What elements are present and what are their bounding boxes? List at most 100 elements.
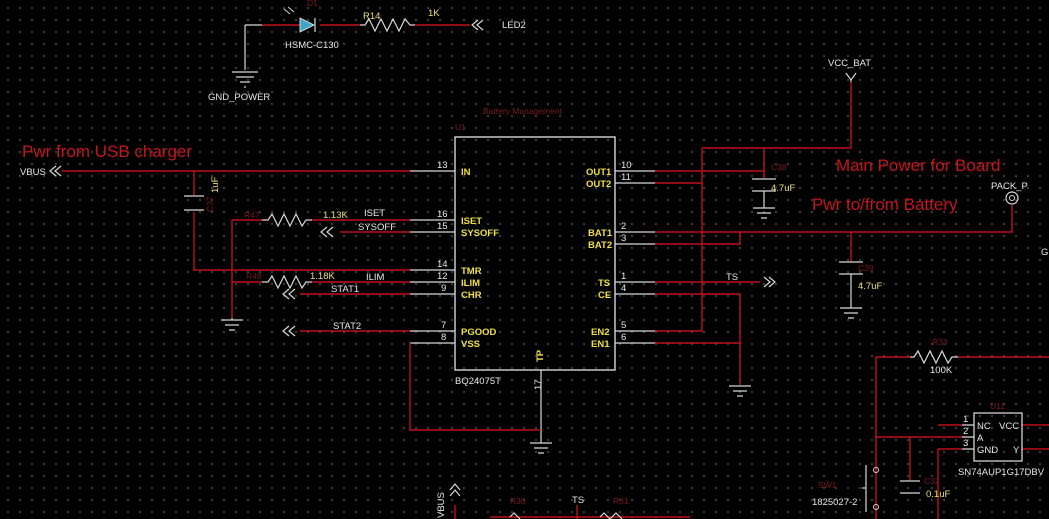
annotation-pwr-battery: Pwr to/from Battery (812, 195, 958, 214)
svg-text:GND: GND (977, 445, 998, 456)
led-part-label: HSMC-C130 (285, 40, 339, 51)
svg-text:13: 13 (437, 160, 448, 171)
svg-text:C38: C38 (771, 162, 787, 172)
svg-text:10: 10 (621, 160, 632, 171)
svg-text:3: 3 (963, 438, 968, 449)
svg-text:CE: CE (598, 290, 611, 301)
vbus-net-label: VBUS (20, 167, 46, 178)
svg-text:1uF: 1uF (210, 176, 221, 193)
resistor-r48: R48 1.18K ILIM (246, 271, 385, 290)
resistor-r47: R47 1.13K ISET (244, 208, 385, 228)
ts-net-label: TS (726, 272, 738, 283)
svg-text:100K: 100K (930, 365, 953, 376)
svg-text:ISET: ISET (461, 216, 482, 227)
annotation-battery-mgmt: Battery Management (483, 106, 563, 116)
capacitor-c37: C37 1uF (184, 176, 221, 212)
svg-text:1825027-2: 1825027-2 (812, 497, 857, 508)
svg-text:8: 8 (441, 332, 446, 343)
resistor-r14 (360, 17, 415, 33)
svg-text:5: 5 (621, 320, 626, 331)
svg-text:TMR: TMR (461, 266, 482, 277)
ic-u1: U1 BQ24075T TP 17 (454, 122, 616, 436)
vbus-bottom-label: VBUS (436, 492, 447, 518)
svg-text:15: 15 (437, 221, 448, 232)
bottom-nets: VBUS TS R30 R31 (436, 483, 629, 519)
capacitor-c39: C39 4.7uF (839, 261, 882, 319)
annotation-pwr-usb: Pwr from USB charger (22, 142, 192, 161)
vbus-bottom-port-icon (449, 483, 461, 497)
capacitor-c32: C32 0.1uF (900, 476, 950, 500)
svg-text:VSS: VSS (461, 339, 480, 350)
capacitor-c38: C38 4.7uF (752, 162, 795, 219)
svg-text:3: 3 (621, 233, 626, 244)
led-circuit: D1 HSMC-C130 R14 1K LED2 GND_POWER (208, 0, 526, 103)
led2-net-label: LED2 (502, 20, 526, 31)
ground-icon-en (729, 385, 751, 397)
svg-text:R48: R48 (246, 271, 262, 281)
svg-text:R33: R33 (932, 337, 948, 347)
svg-text:R30: R30 (510, 496, 526, 506)
iset-net-label: ISET (364, 208, 385, 219)
svg-text:EN2: EN2 (591, 327, 609, 338)
svg-text:2: 2 (621, 221, 626, 232)
svg-text:9: 9 (441, 283, 446, 294)
svg-text:C39: C39 (858, 263, 874, 273)
svg-text:Y: Y (1013, 445, 1020, 456)
svg-text:1.13K: 1.13K (323, 210, 348, 221)
svg-text:R31: R31 (613, 496, 629, 506)
annotation-main-power: Main Power for Board (836, 156, 1000, 175)
svg-text:12: 12 (437, 271, 448, 282)
svg-text:ILIM: ILIM (461, 278, 480, 289)
ic-ref-label: U1 (455, 122, 466, 132)
svg-text:R47: R47 (244, 210, 260, 220)
ground-icon-left (221, 318, 243, 331)
svg-text:7: 7 (441, 320, 446, 331)
svg-text:SYSOFF: SYSOFF (461, 228, 499, 239)
svg-text:1: 1 (963, 414, 968, 425)
svg-text:BAT2: BAT2 (588, 240, 612, 251)
svg-text:6: 6 (621, 332, 626, 343)
stat1-port-icon (282, 288, 296, 300)
svg-text:PGOOD: PGOOD (461, 327, 497, 338)
svg-text:14: 14 (437, 259, 448, 270)
switch-sw1: SW1 1825027-2 (812, 465, 879, 512)
pack-p-net-label: PACK_P (991, 181, 1028, 192)
led-ref-label: D1 (307, 0, 318, 8)
u11-part-label: SN74AUP1G17DBV (958, 467, 1045, 478)
resistor-r33: R33 100K (910, 337, 958, 376)
svg-text:SW1: SW1 (818, 480, 837, 490)
svg-text:4: 4 (621, 283, 626, 294)
svg-text:VCC: VCC (999, 421, 1019, 432)
svg-text:IN: IN (461, 167, 471, 178)
svg-text:EN1: EN1 (591, 339, 610, 350)
ts-bottom-label: TS (572, 495, 584, 506)
svg-text:OUT1: OUT1 (586, 167, 612, 178)
vbus-port: VBUS (20, 165, 62, 178)
svg-text:1.18K: 1.18K (310, 271, 335, 282)
stat2-net-label: STAT2 (333, 321, 361, 332)
svg-text:C37: C37 (205, 196, 215, 212)
vcc-bat-port: VCC_BAT (828, 58, 871, 82)
svg-text:OUT2: OUT2 (586, 179, 611, 190)
led-d1 (283, 6, 316, 33)
svg-text:TS: TS (598, 278, 610, 289)
sysoff-port-icon (320, 226, 334, 238)
svg-text:A: A (977, 433, 984, 444)
svg-text:2: 2 (963, 426, 968, 437)
svg-text:4.7uF: 4.7uF (771, 183, 795, 194)
ic-u11: U11 1 2 3 NC A GND VCC Y SN74AUP1G17DBV (958, 401, 1045, 478)
g-partial-label: G (1041, 247, 1048, 258)
ilim-net-label: ILIM (366, 272, 385, 283)
wires-red (62, 82, 1049, 519)
ts-port-icon (763, 276, 776, 288)
ic-tp-pin-num: 17 (533, 379, 544, 390)
svg-text:16: 16 (437, 209, 448, 220)
svg-text:U11: U11 (990, 401, 1005, 411)
r14-value-label: 1K (428, 8, 440, 19)
pack-p-port: PACK_P G (991, 181, 1048, 258)
gnd-power-icon (232, 71, 258, 88)
stat1-net-label: STAT1 (331, 284, 359, 295)
